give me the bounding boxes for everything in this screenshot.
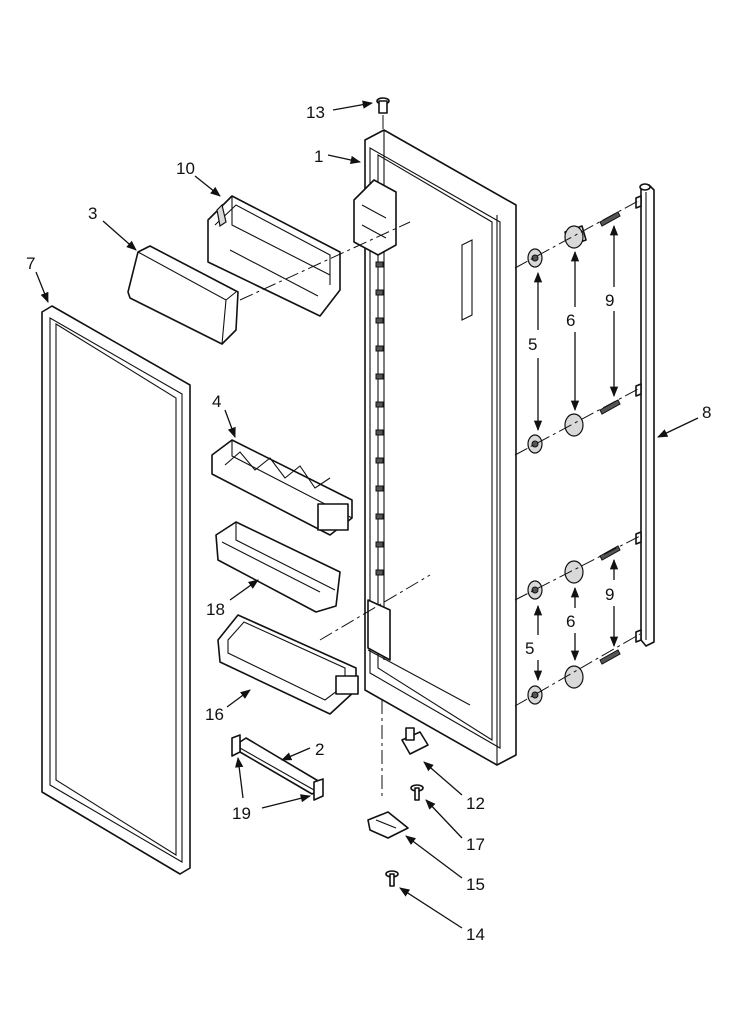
callout-19: 19 [232, 804, 251, 823]
callout-7: 7 [26, 254, 35, 273]
upper-door-bin-part-10 [207, 195, 341, 317]
door-bin-part-18 [215, 521, 341, 613]
callout-3: 3 [88, 204, 97, 223]
hinge-screw-part-17 [410, 784, 424, 801]
hinge-pin-part-13 [376, 97, 390, 132]
callout-16: 16 [205, 705, 224, 724]
callout-18: 18 [206, 600, 225, 619]
callout-10: 10 [176, 159, 195, 178]
callout-9-upper: 9 [605, 291, 614, 310]
installation-lines [239, 221, 431, 641]
callout-6-upper: 6 [566, 311, 575, 330]
callout-5-upper: 5 [528, 335, 537, 354]
callout-2: 2 [315, 740, 324, 759]
door-gasket-part-7 [41, 305, 191, 875]
leader-lines [35, 100, 699, 929]
callout-9-lower: 9 [605, 585, 614, 604]
callout-17: 17 [466, 835, 485, 854]
callout-14: 14 [466, 925, 485, 944]
shelf-slots [375, 261, 384, 576]
large-door-bin-part-16 [217, 614, 359, 715]
callout-6-lower: 6 [566, 612, 575, 631]
callout-15: 15 [466, 875, 485, 894]
callout-13: 13 [306, 103, 325, 122]
door-liner-part-1 [353, 129, 517, 766]
trim-part-2 [239, 737, 321, 795]
callout-5-lower: 5 [525, 639, 534, 658]
dairy-door-part-3 [127, 245, 239, 345]
callout-4: 4 [212, 392, 221, 411]
handle-hardware-group [514, 199, 641, 707]
bottom-hinge-part-15 [367, 811, 409, 839]
trim-end-caps-part-19 [231, 734, 324, 801]
callout-12: 12 [466, 794, 485, 813]
callout-1: 1 [314, 147, 323, 166]
door-handle-part-8 [635, 183, 655, 647]
hinge-screw-part-14 [385, 870, 399, 887]
callout-8: 8 [702, 403, 711, 422]
hinge-bushing-part-12 [401, 727, 429, 755]
callout-labels: 13 1 10 3 7 4 18 16 2 19 8 5 6 9 5 6 9 1… [26, 103, 711, 944]
egg-tray-part-4 [211, 439, 353, 536]
